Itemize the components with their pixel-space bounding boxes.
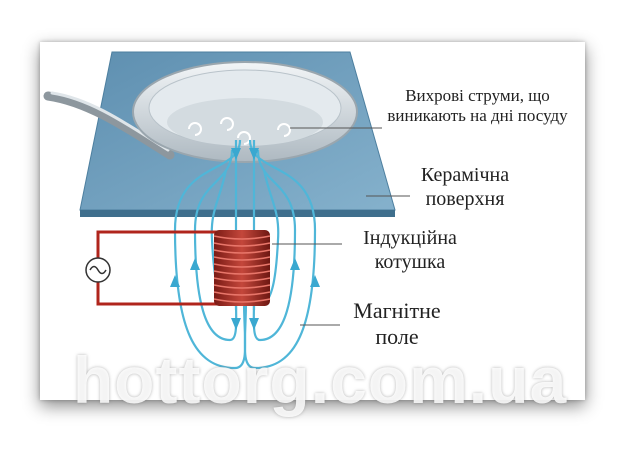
- power-circuit: [96, 230, 218, 306]
- ceramic-label-line2: поверхня: [425, 188, 505, 210]
- ceramic-label-line1: Керамічна: [420, 164, 510, 186]
- leader-lines: [272, 127, 410, 326]
- induction-coil: [213, 230, 271, 306]
- magnetic-field-label: Магнітне поле: [342, 298, 452, 351]
- field-label-line1: Магнітне: [353, 298, 441, 323]
- eddy-current-swirls: [188, 117, 291, 145]
- field-label-line2: поле: [375, 324, 419, 350]
- pan-handle: [43, 91, 175, 160]
- coil-label-line1: Індукційна: [363, 227, 457, 249]
- coil-label-line2: котушка: [374, 251, 446, 273]
- ceramic-surface-edge: [80, 210, 395, 217]
- eddy-currents-label: Вихрові струми, що виникають на дні посу…: [387, 86, 568, 126]
- induction-coil-label: Індукційна котушка: [345, 226, 475, 274]
- ceramic-surface-label: Керамічна поверхня: [395, 163, 535, 211]
- field-direction-arrows: [170, 148, 320, 330]
